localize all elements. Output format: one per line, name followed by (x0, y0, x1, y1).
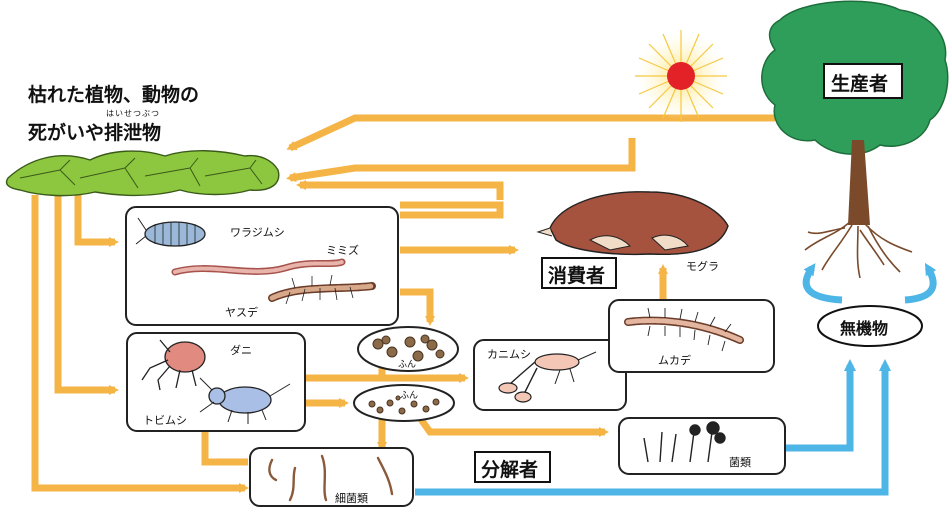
inorganic-label: 無機物 (840, 315, 888, 339)
label-saikinrui: 細菌類 (335, 490, 368, 506)
label-kinrui: 菌類 (729, 454, 751, 470)
centipede-box (609, 300, 774, 372)
label-fun-1: ふん (398, 357, 416, 370)
consumer-label: 消費者 (548, 261, 605, 288)
title-line-1: 枯れた植物、動物の (28, 80, 199, 107)
bacteria-box (250, 448, 413, 506)
decomposer-label: 分解者 (481, 455, 538, 482)
title-line-2: 死がいや排泄物 (28, 118, 161, 145)
label-yasude: ヤスデ (225, 304, 258, 320)
label-mimizu: ミミズ (326, 242, 359, 258)
label-fun-2: ふん (400, 388, 418, 401)
sun-icon (635, 30, 727, 122)
label-mogura: モグラ (686, 258, 719, 274)
label-tobimushi: トビムシ (143, 412, 187, 428)
tree-icon (762, 1, 948, 278)
label-dani: ダニ (230, 342, 252, 358)
fungi-box (619, 418, 785, 474)
mole-icon (538, 192, 728, 255)
label-mukade: ムカデ (658, 352, 691, 368)
leaf-litter-icon (7, 151, 279, 196)
label-warajimushi: ワラジムシ (230, 224, 285, 240)
producer-label: 生産者 (831, 69, 888, 96)
label-kanimushi: カニムシ (487, 346, 531, 362)
